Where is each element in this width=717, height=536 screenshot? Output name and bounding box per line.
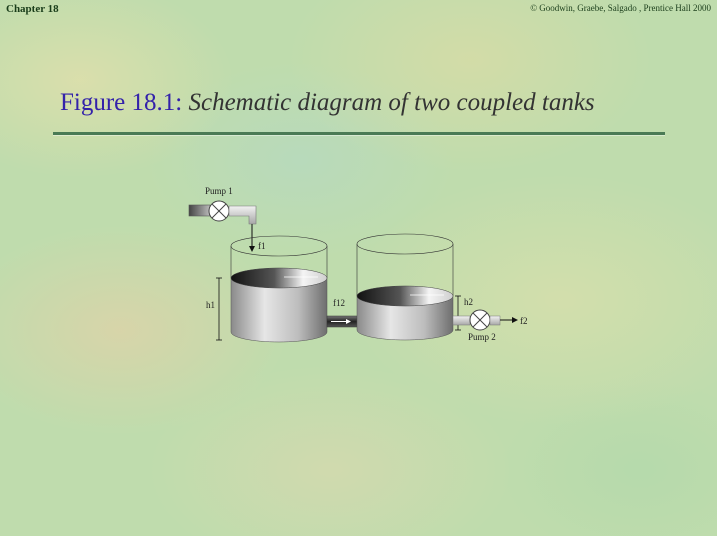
tank1 <box>230 235 328 343</box>
f2-label: f2 <box>520 316 528 326</box>
f12-label: f12 <box>333 298 345 308</box>
f12-flow-arrow <box>331 319 351 324</box>
tank2-outlet-pipe <box>452 315 471 326</box>
h1-level-marker <box>216 277 222 341</box>
slide-title: Figure 18.1: Schematic diagram of two co… <box>60 89 595 117</box>
pump2-icon <box>469 309 491 331</box>
chapter-label: Chapter 18 <box>6 3 59 15</box>
h2-label: h2 <box>464 297 473 307</box>
figure-caption: Schematic diagram of two coupled tanks <box>188 89 595 116</box>
pump2-label: Pump 2 <box>468 332 496 342</box>
figure-number: Figure 18.1: <box>60 89 183 116</box>
pump1-outlet-pipe <box>228 205 257 225</box>
tank2 <box>356 233 454 341</box>
f1-label: f1 <box>258 241 266 251</box>
pump1-label: Pump 1 <box>205 186 233 196</box>
title-divider <box>53 132 665 135</box>
h1-label: h1 <box>206 300 215 310</box>
pump1-inlet-pipe <box>188 204 211 217</box>
pump2-outlet-pipe <box>489 315 501 326</box>
copyright-notice: © Goodwin, Graebe, Salgado , Prentice Ha… <box>530 3 711 13</box>
f2-flow-arrow <box>500 317 518 323</box>
f1-flow-arrow <box>249 224 255 252</box>
pump1-icon <box>208 200 230 222</box>
